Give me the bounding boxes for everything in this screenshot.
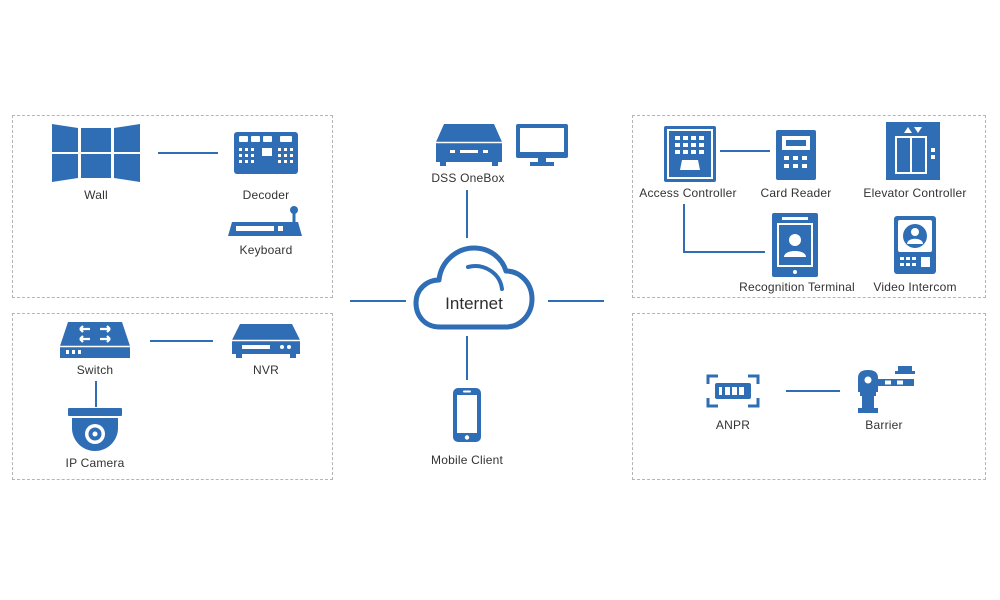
video-intercom-icon [894, 216, 936, 274]
keyboard-icon [228, 206, 302, 236]
card-reader-label: Card Reader [760, 186, 832, 200]
network-switch-icon [60, 322, 130, 358]
server-box-icon [436, 124, 502, 166]
card-reader-icon [776, 130, 816, 180]
recognition-terminal-label: Recognition Terminal [739, 280, 855, 294]
anpr-camera-icon [706, 374, 760, 408]
internet-label: Internet [445, 294, 503, 313]
barrier-gate-icon [858, 366, 915, 413]
dss-onebox-label: DSS OneBox [431, 171, 505, 185]
link-access-recognition-h [683, 251, 765, 253]
link-switch-nvr [150, 340, 213, 342]
link-left-internet [350, 300, 406, 302]
anpr-label: ANPR [715, 418, 751, 432]
decoder-label: Decoder [242, 188, 290, 202]
elevator-controller-label: Elevator Controller [863, 186, 967, 200]
video-wall-icon [52, 124, 140, 182]
cloud-icon [413, 245, 535, 330]
face-recognition-terminal-icon [772, 213, 818, 277]
wall-label: Wall [84, 188, 108, 202]
nvr-icon [232, 324, 300, 358]
group-box-parking [632, 313, 986, 480]
link-switch-camera [95, 381, 97, 407]
group-box-access [632, 115, 986, 298]
switch-label: Switch [76, 363, 114, 377]
ip-camera-label: IP Camera [65, 456, 125, 470]
link-wall-decoder [158, 152, 218, 154]
group-box-surveillance [12, 313, 333, 480]
elevator-icon [886, 122, 940, 180]
mobile-phone-icon [453, 388, 481, 442]
keyboard-label: Keyboard [239, 243, 293, 257]
group-box-display [12, 115, 333, 298]
video-intercom-label: Video Intercom [873, 280, 957, 294]
link-access-card [720, 150, 770, 152]
decoder-icon [234, 132, 298, 174]
access-controller-icon [664, 126, 716, 182]
nvr-label: NVR [253, 363, 279, 377]
barrier-label: Barrier [865, 418, 903, 432]
dome-camera-icon [68, 408, 122, 451]
link-anpr-barrier [786, 390, 840, 392]
link-onebox-internet [466, 190, 468, 238]
mobile-client-label: Mobile Client [431, 453, 503, 467]
monitor-icon [516, 124, 568, 166]
link-access-recognition-v [683, 204, 685, 252]
access-controller-label: Access Controller [639, 186, 737, 200]
link-right-internet [548, 300, 604, 302]
link-internet-mobile [466, 336, 468, 380]
